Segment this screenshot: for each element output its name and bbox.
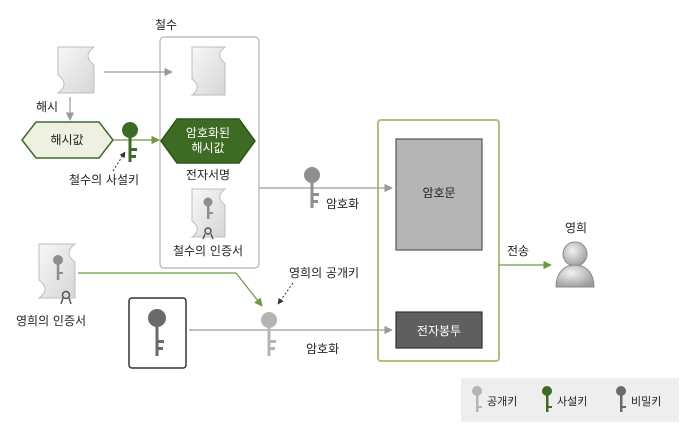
ciphertext-label: 암호문 bbox=[422, 186, 456, 200]
recipient-name: 영희 bbox=[564, 221, 588, 235]
digital-envelope-box bbox=[395, 311, 483, 349]
cheolsu-private-key-icon bbox=[122, 122, 138, 162]
younghee-person-icon bbox=[555, 241, 595, 288]
legend-private-key-label: 사설키 bbox=[557, 395, 588, 408]
transmit-label: 전송 bbox=[507, 244, 530, 258]
pointer-private-key bbox=[112, 151, 126, 172]
cheolsu-certificate-label: 철수의 인증서 bbox=[172, 244, 244, 258]
legend-secret-key-icon bbox=[616, 386, 626, 412]
secret-key-icon bbox=[148, 309, 166, 356]
ciphertext-box bbox=[395, 138, 483, 251]
cheolsu-certificate-icon bbox=[190, 188, 227, 240]
original-document-icon bbox=[56, 46, 96, 94]
hash-label: 해시 bbox=[36, 100, 59, 114]
encrypted-hash-label-2: 해시값 bbox=[191, 141, 225, 155]
legend-public-key-label: 공개키 bbox=[487, 395, 518, 408]
signature-label: 전자서명 bbox=[185, 168, 231, 182]
legend-secret-key-label: 비밀키 bbox=[631, 395, 662, 408]
younghee-public-key-icon bbox=[261, 312, 277, 356]
arrow-certificate-to-key bbox=[78, 272, 263, 307]
hash-value-label: 해시값 bbox=[50, 133, 84, 147]
legend-private-key-icon bbox=[542, 386, 552, 412]
encrypted-hash-label-1: 암호화된 bbox=[185, 126, 231, 140]
younghee-certificate-label: 영희의 인증서 bbox=[16, 314, 87, 328]
envelope-container bbox=[377, 119, 500, 362]
private-key-label: 철수의 사설키 bbox=[69, 173, 140, 187]
document-copy-icon bbox=[190, 46, 227, 96]
younghee-public-key-label: 영희의 공개키 bbox=[289, 266, 360, 280]
pointer-public-key bbox=[277, 282, 294, 305]
cheolsu-title: 철수 bbox=[154, 18, 178, 32]
legend-box bbox=[461, 378, 679, 422]
encrypt-label-1: 암호화 bbox=[326, 197, 360, 211]
encryption-key-icon bbox=[304, 167, 320, 208]
cheolsu-box bbox=[159, 36, 260, 269]
younghee-certificate-icon bbox=[37, 243, 77, 305]
encrypted-hash-hexagon bbox=[160, 118, 256, 164]
legend-public-key-icon bbox=[472, 386, 482, 412]
digital-envelope-label: 전자봉투 bbox=[416, 324, 462, 338]
encrypt-label-2: 암호화 bbox=[306, 342, 340, 356]
